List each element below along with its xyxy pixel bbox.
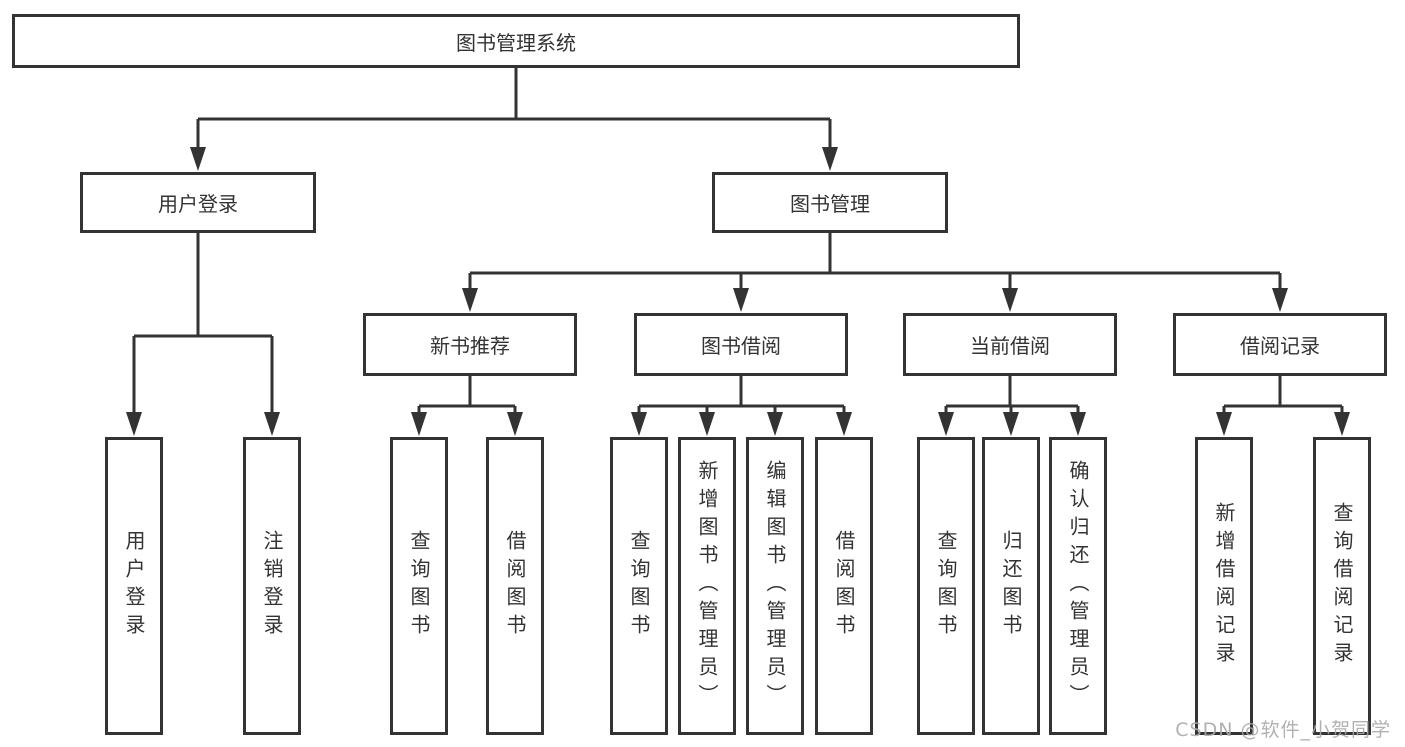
leaf-query-books-borrowing: 查询图书 xyxy=(610,437,668,735)
leaf-label: 归还图书 xyxy=(999,530,1023,642)
leaf-label: 注销登录 xyxy=(260,530,284,642)
arrowheads xyxy=(126,147,1350,436)
node-book-borrowing: 图书借阅 xyxy=(634,313,848,376)
leaf-label: 借阅图书 xyxy=(832,530,856,642)
leaf-add-borrow-record: 新增借阅记录 xyxy=(1195,437,1253,735)
leaf-query-books-recommend: 查询图书 xyxy=(390,437,448,735)
leaf-query-books-current: 查询图书 xyxy=(917,437,975,735)
node-borrowing-records: 借阅记录 xyxy=(1173,313,1387,376)
leaf-borrow-books: 借阅图书 xyxy=(815,437,873,735)
leaf-label: 查询图书 xyxy=(407,530,431,642)
leaf-query-borrow-record: 查询借阅记录 xyxy=(1313,437,1371,735)
leaf-label: 确认归还（管理员） xyxy=(1066,460,1090,712)
leaf-borrow-books-recommend: 借阅图书 xyxy=(486,437,544,735)
node-label: 图书管理 xyxy=(790,192,870,216)
node-library-management-system: 图书管理系统 xyxy=(12,14,1020,68)
leaf-label: 编辑图书（管理员） xyxy=(763,460,787,712)
node-label: 借阅记录 xyxy=(1240,334,1320,358)
leaf-label: 查询图书 xyxy=(627,530,651,642)
leaf-logout: 注销登录 xyxy=(243,437,301,735)
node-label: 用户登录 xyxy=(158,192,238,216)
leaf-label: 查询图书 xyxy=(934,530,958,642)
leaf-confirm-return-admin: 确认归还（管理员） xyxy=(1049,437,1107,735)
node-label: 图书借阅 xyxy=(701,334,781,358)
node-new-book-recommendation: 新书推荐 xyxy=(363,313,577,376)
node-label: 图书管理系统 xyxy=(456,30,576,55)
leaf-edit-books-admin: 编辑图书（管理员） xyxy=(746,437,804,735)
node-label: 当前借阅 xyxy=(970,334,1050,358)
node-user-login: 用户登录 xyxy=(80,172,316,233)
leaf-add-books-admin: 新增图书（管理员） xyxy=(678,437,736,735)
node-current-borrowing: 当前借阅 xyxy=(903,313,1117,376)
leaf-label: 用户登录 xyxy=(122,530,146,642)
leaf-label: 新增图书（管理员） xyxy=(695,460,719,712)
leaf-label: 新增借阅记录 xyxy=(1212,502,1236,670)
leaf-user-login: 用户登录 xyxy=(105,437,163,735)
leaf-label: 查询借阅记录 xyxy=(1330,502,1354,670)
leaf-label: 借阅图书 xyxy=(503,530,527,642)
leaf-return-books: 归还图书 xyxy=(982,437,1040,735)
node-label: 新书推荐 xyxy=(430,334,510,358)
watermark-text: CSDN @软件_小贺同学 xyxy=(1175,719,1391,741)
node-book-management: 图书管理 xyxy=(712,172,948,233)
